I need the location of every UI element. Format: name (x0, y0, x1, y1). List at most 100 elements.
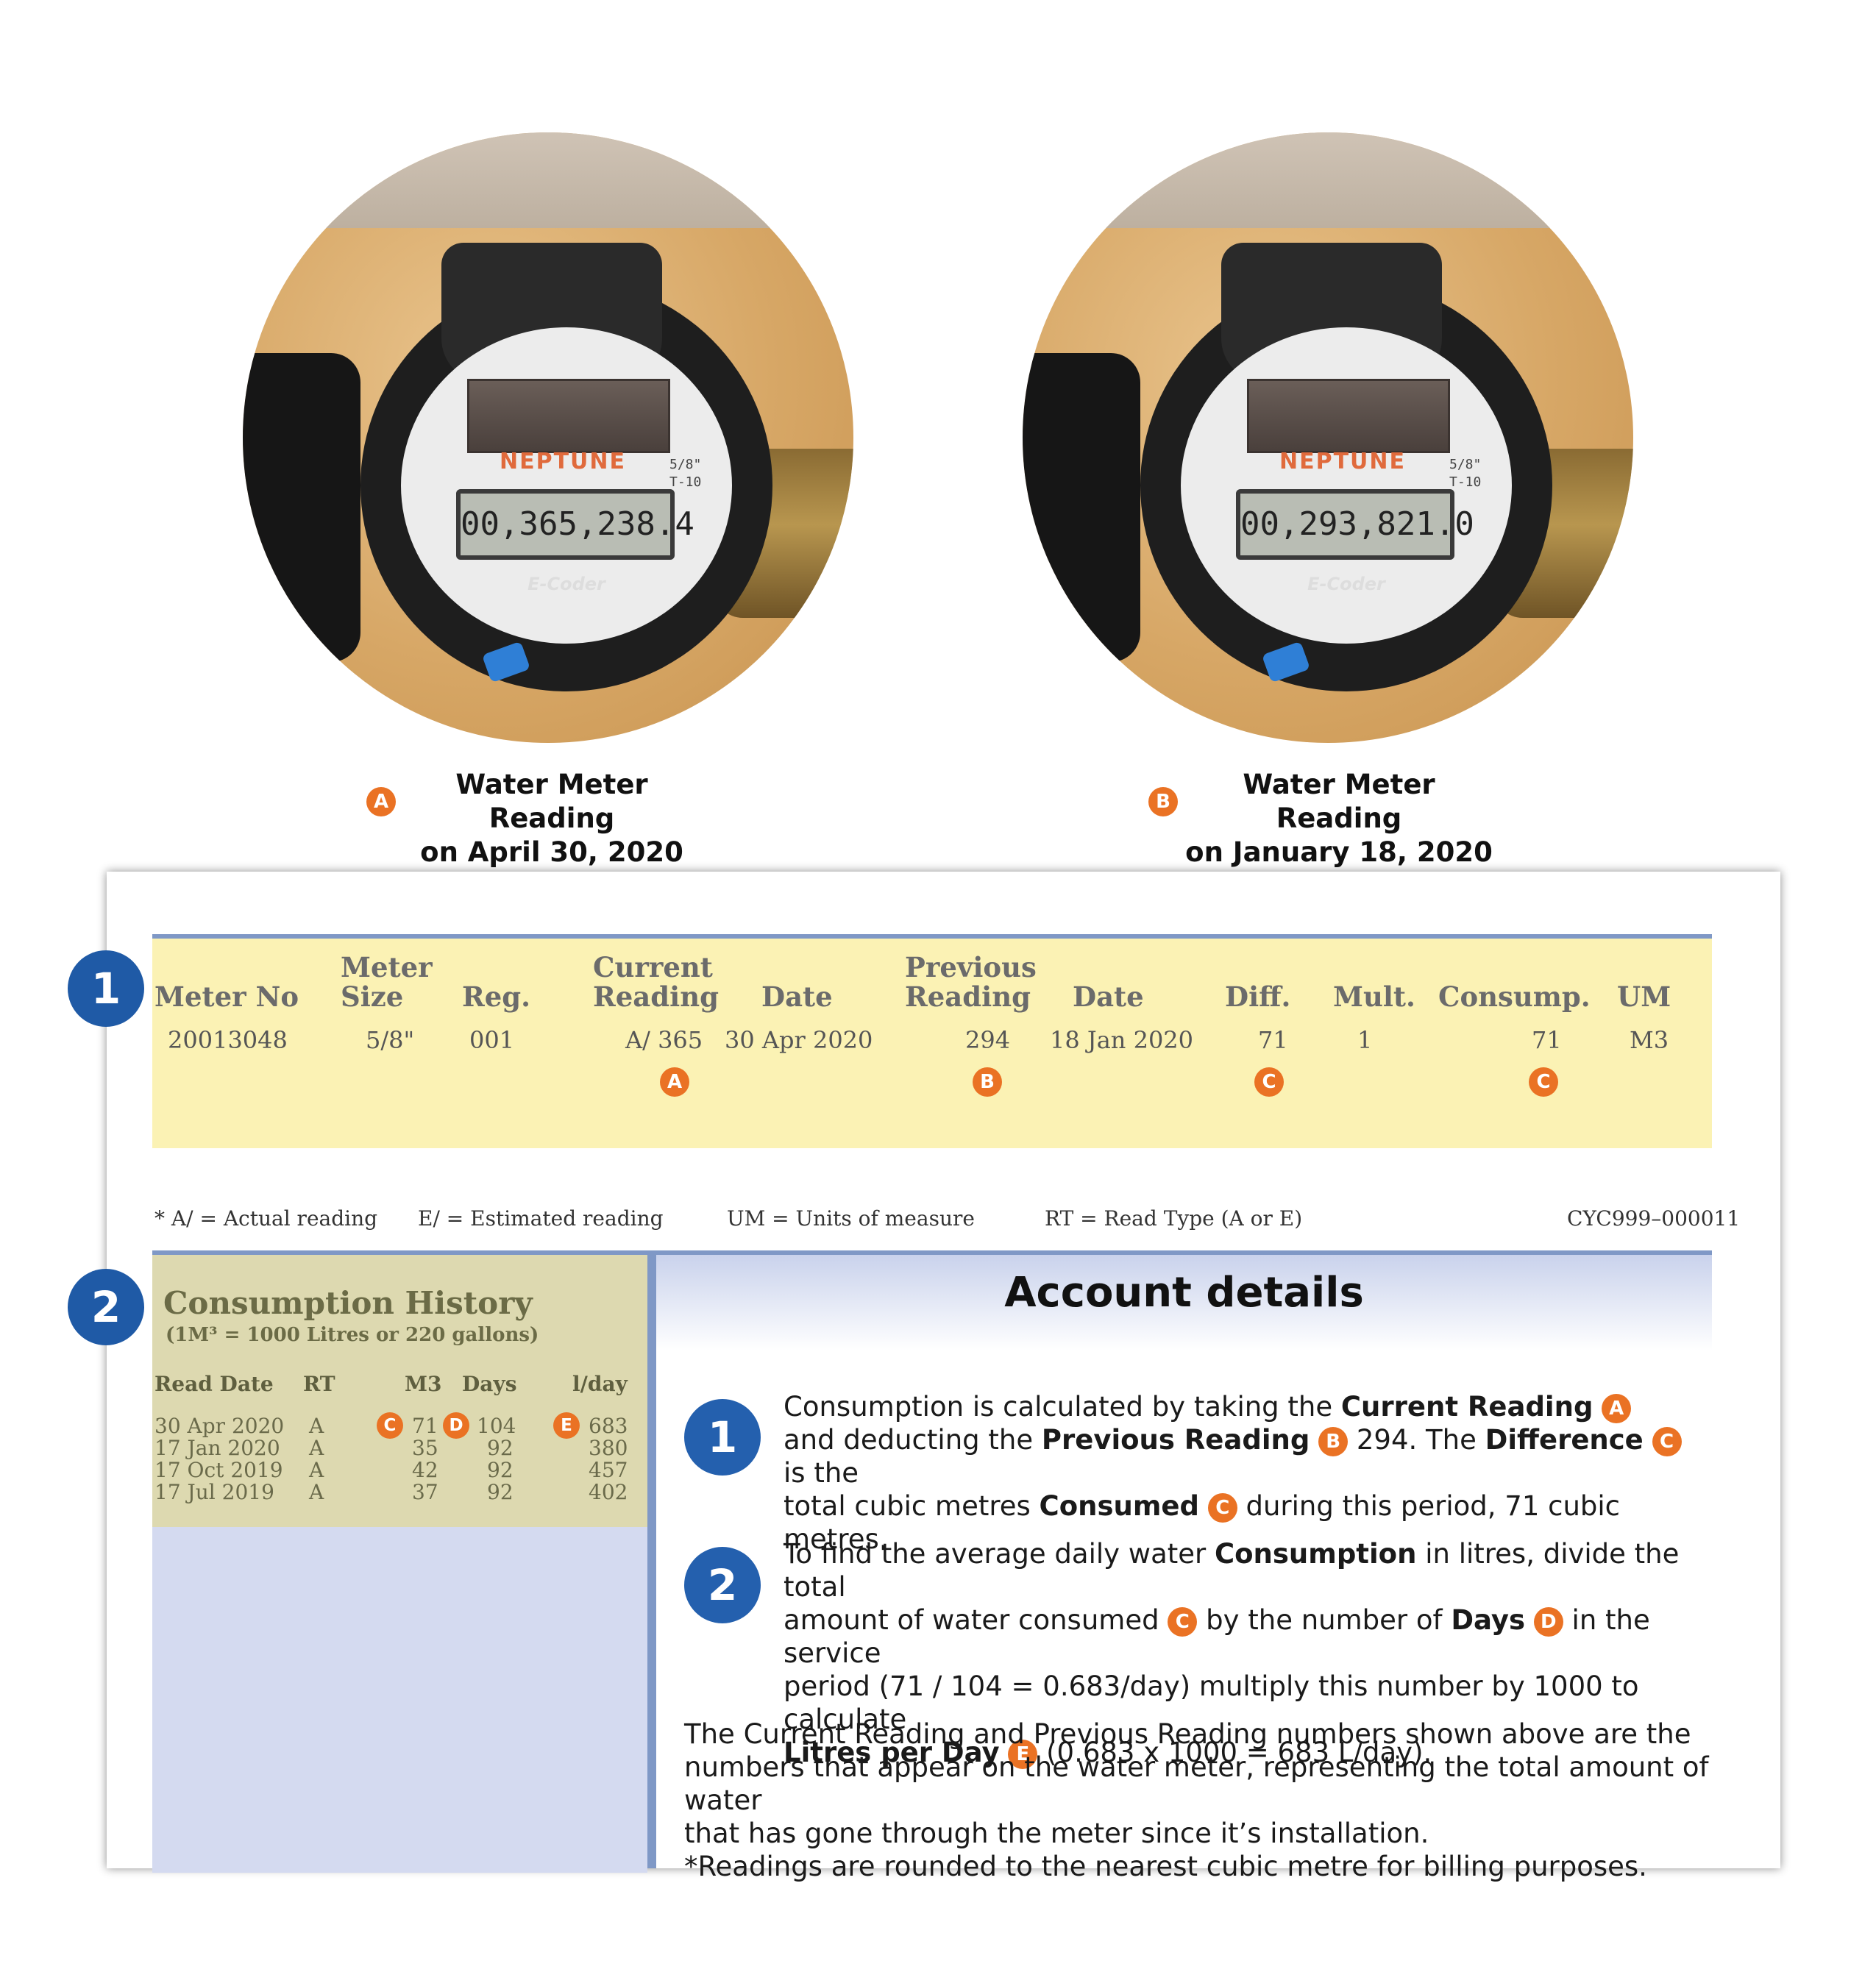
meter-lcd-display: 00,365,238.4 (456, 489, 694, 560)
marker-b-badge: B (1318, 1426, 1349, 1456)
history-row-m3: 37 (412, 1480, 438, 1504)
section-divider (647, 1250, 656, 1868)
header-mult: Mult. (1333, 980, 1415, 1013)
meter-size-label: 5/8" (1449, 457, 1482, 472)
cell-meter-size: 5/8" (366, 1026, 415, 1054)
header-line: Meter (341, 951, 433, 983)
account-step-1-badge: 1 (684, 1399, 761, 1476)
history-row-date: 17 Jan 2020 (154, 1436, 280, 1460)
para-line: and deducting the Previous Reading B 294… (784, 1423, 1703, 1490)
account-paragraph-2: To find the average daily water Consumpt… (784, 1537, 1710, 1769)
header-line: Reading (593, 980, 719, 1013)
meter-type-label: T-10 (669, 474, 702, 490)
para-line: To find the average daily water Consumpt… (784, 1538, 1680, 1603)
marker-c-badge: C (377, 1412, 403, 1439)
para-line: amount of water consumed C by the number… (784, 1604, 1650, 1669)
history-subtitle: (1M³ = 1000 Litres or 220 gallons) (166, 1324, 539, 1346)
meter-model: 5/8" T-10 (669, 456, 701, 491)
meter-flange (1023, 353, 1140, 662)
meter-photo-b: NEPTUNE 00,293,821.0 5/8" T-10 E-Coder (1023, 132, 1633, 743)
history-header-m3: M3 (405, 1372, 442, 1396)
para-line: total cubic metres Consumed C during thi… (784, 1490, 1621, 1555)
para-line: Litres per Day E (0.683 x 1000 = 683 L/d… (784, 1737, 1432, 1769)
cell-current-reading: A/ 365 (625, 1026, 703, 1054)
solar-panel (1247, 379, 1450, 453)
history-row-rt: A (309, 1480, 324, 1504)
note-line: *Readings are rounded to the nearest cub… (684, 1851, 1647, 1882)
header-consump: Consump. (1438, 980, 1591, 1013)
history-row-date: 30 Apr 2020 (154, 1414, 285, 1438)
header-date-current: Date (761, 980, 833, 1013)
marker-d-badge: D (443, 1412, 469, 1439)
cell-previous-reading: 294 (965, 1026, 1011, 1054)
history-header-area (152, 1255, 647, 1527)
header-current-reading: Current Reading (593, 953, 719, 1011)
marker-d-badge: D (1533, 1606, 1563, 1637)
marker-a-badge: A (660, 1067, 689, 1097)
history-row-days: 92 (487, 1480, 514, 1504)
caption-reading-b: Water Meter Reading on January 18, 2020 (1177, 768, 1501, 869)
account-paragraph-1: Consumption is calculated by taking the … (784, 1390, 1703, 1556)
cell-mult: 1 (1357, 1026, 1373, 1054)
history-row-rt: A (309, 1458, 324, 1482)
wall-background (243, 132, 853, 228)
history-header-rt: RT (303, 1372, 335, 1396)
history-row-days: 92 (487, 1436, 514, 1460)
caption-title: Water Meter Reading (455, 769, 648, 834)
history-row-lday: 380 (589, 1436, 628, 1460)
history-row-days: 92 (487, 1458, 514, 1482)
meter-flange (243, 353, 360, 662)
cell-date-current: 30 Apr 2020 (725, 1026, 873, 1054)
cell-consump: 71 (1532, 1026, 1562, 1054)
marker-b-badge: B (973, 1067, 1002, 1097)
consumption-history-panel (152, 1250, 647, 1873)
history-row-lday: 402 (589, 1480, 628, 1504)
account-details-title: Account details (1004, 1269, 1364, 1317)
history-row-days: 104 (477, 1414, 516, 1438)
marker-c-badge: C (1168, 1606, 1198, 1637)
meter-brand: NEPTUNE (1279, 449, 1406, 474)
history-row-lday: 457 (589, 1458, 628, 1482)
wall-background (1023, 132, 1633, 228)
meter-reading-table (152, 934, 1712, 1148)
marker-b-badge: B (1148, 787, 1178, 816)
legend-estimated: E/ = Estimated reading (418, 1206, 664, 1231)
history-row-m3: 35 (412, 1436, 438, 1460)
ecoder-label: E-Coder (1307, 574, 1385, 594)
header-meter-no: Meter No (154, 980, 299, 1013)
header-line: Previous (905, 951, 1037, 983)
marker-c-badge: C (1254, 1067, 1284, 1097)
legend-actual: * A/ = Actual reading (154, 1206, 378, 1231)
header-date-previous: Date (1073, 980, 1144, 1013)
history-row-date: 17 Oct 2019 (154, 1458, 283, 1482)
history-header-lday: l/day (572, 1372, 628, 1396)
meter-type-label: T-10 (1449, 474, 1482, 490)
history-row-rt: A (309, 1436, 324, 1460)
marker-a-badge: A (366, 787, 396, 816)
header-line: Current (593, 951, 713, 983)
bill-code: CYC999–000011 (1567, 1206, 1741, 1231)
marker-a-badge: A (1602, 1393, 1632, 1423)
header-previous-reading: Previous Reading (905, 953, 1037, 1011)
cell-diff: 71 (1258, 1026, 1288, 1054)
history-row-m3: 71 (412, 1414, 438, 1438)
account-details-header (656, 1250, 1712, 1350)
meter-size-label: 5/8" (669, 457, 702, 472)
header-line: Reading (905, 980, 1031, 1013)
legend-rt: RT = Read Type (A or E) (1045, 1206, 1303, 1231)
cell-meter-no: 20013048 (168, 1026, 288, 1054)
note-line: The Current Reading and Previous Reading… (684, 1718, 1691, 1750)
para-line: Consumption is calculated by taking the … (784, 1390, 1703, 1423)
caption-title: Water Meter Reading (1243, 769, 1435, 834)
history-row-rt: A (309, 1414, 324, 1438)
meter-lcd-display: 00,293,821.0 (1236, 489, 1474, 560)
caption-date: on April 30, 2020 (420, 836, 683, 868)
marker-e-badge: E (1008, 1739, 1038, 1769)
legend-um: UM = Units of measure (727, 1206, 975, 1231)
section-1-badge: 1 (68, 950, 144, 1027)
meter-model: 5/8" T-10 (1449, 456, 1481, 491)
note-line: numbers that appear on the water meter, … (684, 1751, 1709, 1816)
history-row-lday: 683 (589, 1414, 628, 1438)
marker-e-badge: E (553, 1412, 580, 1439)
history-row-date: 17 Jul 2019 (154, 1480, 274, 1504)
